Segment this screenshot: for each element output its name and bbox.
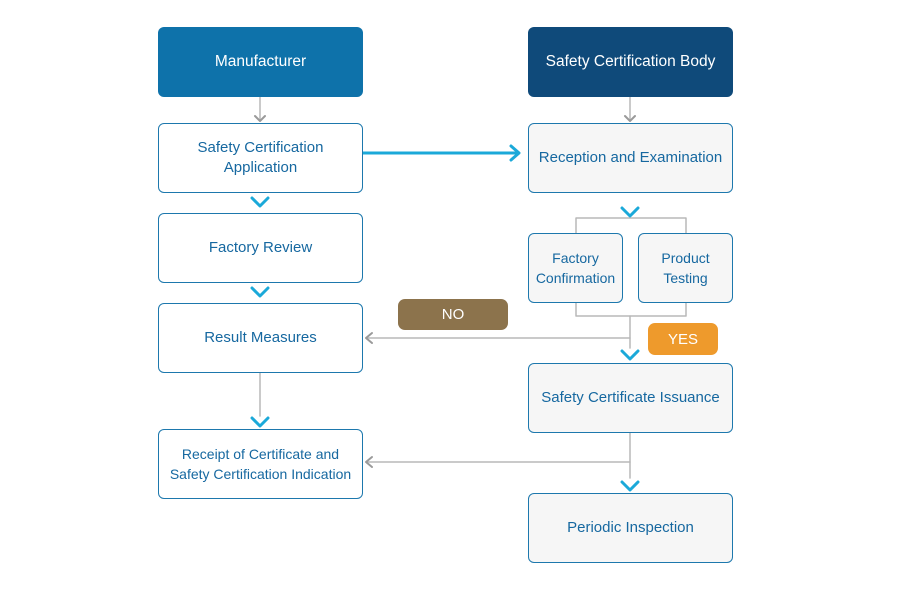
chevron-down-icon	[620, 480, 640, 492]
step-label: Factory Confirmation	[535, 250, 616, 286]
certification-body-header: Safety Certification Body	[528, 27, 733, 97]
step-certificate-issuance: Safety Certificate Issuance	[528, 363, 733, 433]
step-factory-confirmation: Factory Confirmation	[528, 233, 623, 303]
step-label: Reception and Examination	[538, 149, 723, 166]
step-application: Safety Certification Application	[158, 123, 363, 193]
arrow-left-icon	[365, 456, 373, 468]
connector-line	[575, 217, 687, 234]
connector-line	[575, 301, 687, 317]
step-label: Receipt of Certificate and Safety Certif…	[169, 446, 352, 482]
step-label: Periodic Inspection	[567, 519, 694, 536]
manufacturer-header: Manufacturer	[158, 27, 363, 97]
step-result-measures: Result Measures	[158, 303, 363, 373]
chevron-down-icon	[250, 196, 270, 208]
chevron-down-icon	[250, 416, 270, 428]
step-label: Result Measures	[204, 329, 317, 346]
step-factory-review: Factory Review	[158, 213, 363, 283]
step-receipt-of-certificate: Receipt of Certificate and Safety Certif…	[158, 429, 363, 499]
step-label: Product Testing	[661, 250, 710, 286]
step-product-testing: Product Testing	[638, 233, 733, 303]
chevron-down-icon	[620, 349, 640, 361]
no-decision-badge: NO	[398, 299, 508, 330]
arrow-right-icon	[509, 144, 521, 162]
step-label: Factory Review	[208, 239, 313, 256]
chevron-down-icon	[254, 115, 266, 122]
chevron-down-icon	[250, 286, 270, 298]
chevron-down-icon	[620, 206, 640, 218]
step-label: Safety Certificate Issuance	[541, 389, 720, 406]
chevron-down-icon	[624, 115, 636, 122]
arrow-left-icon	[365, 332, 373, 344]
badge-label: YES	[667, 330, 698, 348]
header-label: Safety Certification Body	[545, 53, 716, 70]
yes-decision-badge: YES	[648, 323, 718, 355]
header-label: Manufacturer	[214, 53, 307, 70]
badge-label: NO	[441, 306, 465, 323]
step-periodic-inspection: Periodic Inspection	[528, 493, 733, 563]
step-label: Safety Certification Application	[197, 139, 324, 176]
step-reception-examination: Reception and Examination	[528, 123, 733, 193]
